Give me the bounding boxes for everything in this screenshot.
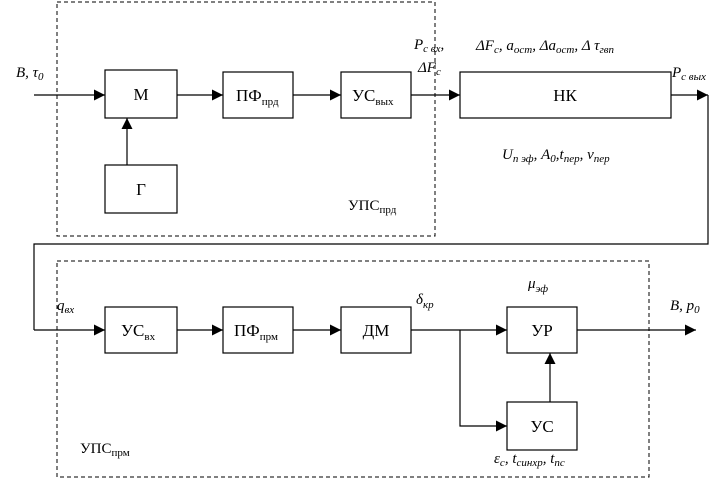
group-label-ups-prm: УПСпрм (80, 441, 130, 459)
block-us-vyh-label: УСвых (352, 86, 394, 108)
block-us: УС (506, 401, 578, 451)
label-delta-kr: δкр (416, 292, 434, 311)
label-q-vh: qвх (57, 298, 74, 316)
block-us-vh: УСвх (104, 306, 178, 354)
label-nk-params-top: ΔFc, aост, Δaост, Δ τгвп (475, 38, 615, 56)
label-p-c-vh: Pc вх, (413, 37, 444, 55)
group-label-ups-prd: УПСпрд (348, 198, 397, 216)
block-g-label: Г (136, 180, 146, 199)
block-nk: НК (459, 71, 672, 119)
block-dm-label: ДМ (363, 321, 390, 340)
block-us-label: УС (530, 417, 553, 436)
block-m: М (104, 69, 178, 119)
ups-prd-frame (56, 1, 436, 237)
block-ur: УР (506, 306, 578, 354)
label-input: B, τ0 (16, 65, 44, 83)
block-nk-label: НК (553, 86, 577, 105)
label-us-params: εc, tсинхр, tпс (494, 451, 565, 469)
label-nk-params-bottom: Uп эф, A0,tпер, νпер (502, 147, 610, 165)
label-p-c-vyh: Pc вых (671, 65, 706, 83)
arrow-branch-to-us (459, 330, 507, 432)
block-m-label: М (133, 85, 148, 104)
block-us-vh-label: УСвх (121, 321, 156, 343)
label-mu-ef: μэф (527, 276, 548, 295)
block-pf-prd: ПФпрд (222, 71, 294, 119)
label-output: B, p0 (670, 298, 700, 316)
ups-prm-frame (56, 260, 650, 478)
block-pf-prd-label: ПФпрд (236, 86, 279, 108)
block-ur-label: УР (531, 321, 553, 340)
block-us-vyh: УСвых (340, 71, 412, 119)
link-return-path (33, 95, 709, 330)
label-delta-fc: ΔFc (417, 60, 441, 78)
block-pf-prm: ПФпрм (222, 306, 294, 354)
block-g: Г (104, 164, 178, 214)
block-pf-prm-label: ПФпрм (234, 321, 278, 343)
block-dm: ДМ (340, 306, 412, 354)
